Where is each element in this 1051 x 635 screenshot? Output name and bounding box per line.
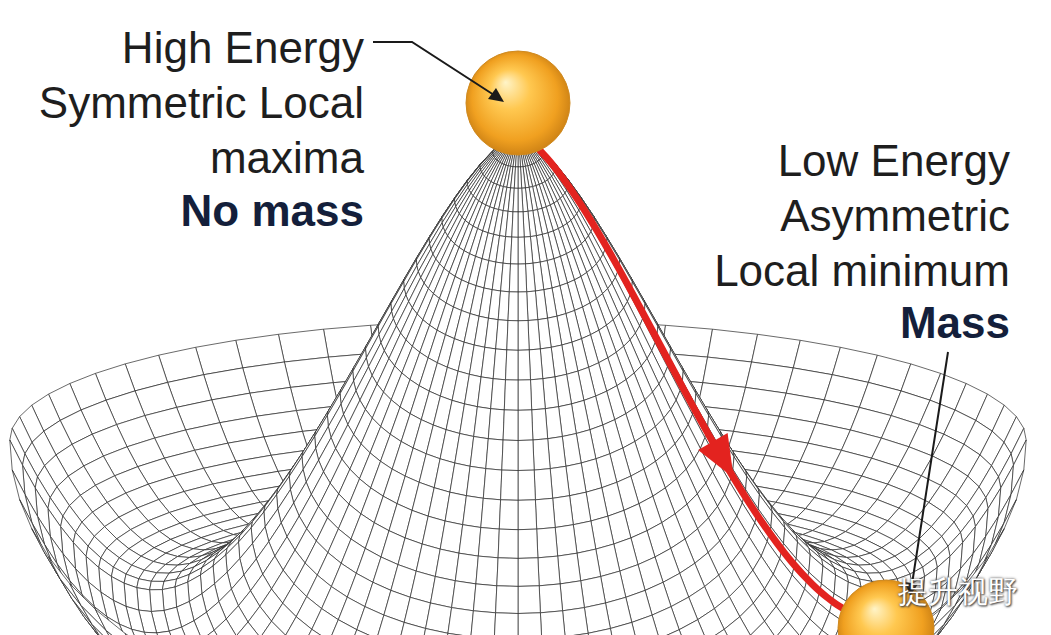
mesh-cell (503, 410, 518, 441)
mesh-cell (526, 263, 536, 292)
mesh-cell (508, 292, 518, 321)
mesh-cell (491, 379, 506, 410)
mesh-cell (518, 264, 527, 292)
mesh-cell (498, 291, 509, 321)
mesh-cell (532, 409, 548, 440)
mesh-cell (750, 621, 775, 635)
mesh-cell (214, 619, 236, 635)
mesh-cell (708, 329, 758, 362)
mesh-cell (488, 409, 504, 440)
mesh-cell (527, 291, 538, 321)
mesh-cell (486, 439, 503, 470)
mesh-cell (724, 617, 750, 635)
mesh-cell (518, 292, 528, 321)
mesh-cell (501, 263, 511, 292)
mesh-cell (811, 630, 834, 635)
mesh-cell (703, 357, 752, 387)
mesh-cell (496, 320, 508, 350)
mesh-cell (260, 621, 285, 635)
mesh-cell (548, 437, 566, 469)
mesh-cell (509, 264, 518, 292)
mesh-cell (518, 237, 526, 264)
mesh-cell (513, 188, 518, 212)
mesh-cell (169, 627, 190, 635)
mesh-cell (502, 440, 518, 471)
mesh-cell (493, 349, 507, 380)
mesh-cell (533, 439, 550, 470)
mesh-cell (518, 188, 523, 212)
mesh-cell (518, 380, 532, 411)
mesh-cell (132, 629, 154, 635)
mesh-cell (474, 407, 491, 439)
mesh-cell (162, 587, 176, 611)
mesh-cell (202, 630, 225, 635)
mesh-cell (531, 379, 546, 410)
mesh-cell (800, 619, 822, 635)
mesh-cell (518, 167, 522, 188)
mesh-cell (137, 588, 152, 612)
mesh-cell (529, 349, 543, 380)
mesh-cell (466, 466, 485, 498)
mesh-cell (278, 329, 328, 362)
mesh-cell (511, 237, 519, 264)
mesh-cell (518, 321, 529, 351)
mesh-cell (470, 437, 488, 469)
mesh-cell (504, 380, 518, 411)
mesh-cell (1004, 470, 1024, 523)
mesh-cell (506, 350, 519, 380)
mesh-cell (286, 617, 312, 635)
mesh-cell (157, 631, 178, 635)
mesh-cell (236, 622, 260, 635)
mesh-cell (518, 410, 533, 441)
mesh-cell (512, 212, 518, 238)
mexican-hat-mesh (10, 135, 1026, 635)
mesh-cell (518, 350, 531, 380)
mesh-cell (776, 622, 800, 635)
mesh-cell (284, 357, 333, 387)
mesh-cell (12, 470, 32, 523)
mesh-cell (144, 632, 165, 635)
mesh-cell (518, 212, 524, 238)
mesh-cell (507, 321, 518, 351)
mesh-cell (150, 581, 164, 590)
mesh-cell (528, 320, 540, 350)
mesh-cell (150, 590, 164, 612)
mesh-cell (545, 407, 562, 439)
mesh-cell (518, 440, 534, 471)
mesh-cell (550, 466, 569, 498)
mesh-cell (514, 167, 518, 188)
mesh-cell (182, 621, 202, 635)
